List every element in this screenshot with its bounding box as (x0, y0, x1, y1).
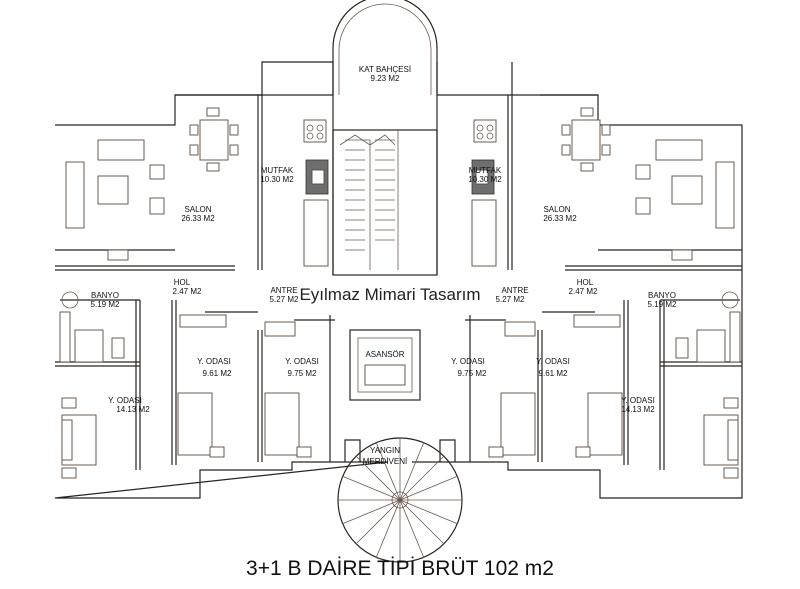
right-antre-name: ANTRE (501, 286, 528, 295)
right-banyo-area: 5.19 M2 (648, 300, 677, 309)
right-y-odasi-2-area: 9.61 M2 (539, 369, 568, 378)
watermark: Eyılmaz Mimari Tasarım (299, 285, 480, 304)
left-y-odasi-3-area: 9.75 M2 (288, 369, 317, 378)
left-y-odasi-2-area: 9.61 M2 (203, 369, 232, 378)
right-hol-area: 2.47 M2 (569, 287, 598, 296)
left-y-odasi-3-name: Y. ODASI (285, 357, 319, 366)
right-y-odasi-1-area: 14.13 M2 (621, 405, 655, 414)
right-y-odasi-1-name: Y. ODASI (621, 396, 655, 405)
left-mutfak-name: MUTFAK (261, 166, 294, 175)
right-mutfak-area: 10.30 M2 (468, 175, 502, 184)
left-unit-furniture (59, 107, 329, 479)
right-salon-name: SALON (543, 205, 570, 214)
right-y-odasi-3-name: Y. ODASI (451, 357, 485, 366)
elevator (349, 329, 421, 401)
left-banyo-name: BANYO (91, 291, 119, 300)
kat-bahcesi-name: KAT BAHÇESİ (359, 65, 411, 74)
right-banyo-name: BANYO (648, 291, 676, 300)
room-labels: KAT BAHÇESİ 9.23 M2 SALON 26.33 M2 MUTFA… (91, 65, 677, 466)
left-antre-name: ANTRE (270, 286, 297, 295)
fire-escape-stair (337, 437, 463, 563)
asansor-label: ASANSÖR (365, 350, 404, 359)
right-unit-furniture (471, 107, 741, 479)
left-salon-name: SALON (184, 205, 211, 214)
right-salon-area: 26.33 M2 (543, 214, 577, 223)
left-y-odasi-1-name: Y. ODASI (108, 396, 142, 405)
main-staircase (332, 129, 438, 276)
interior-walls (55, 95, 742, 470)
yangin-label-1: YANGIN (370, 446, 400, 455)
kat-bahcesi-area: 9.23 M2 (371, 74, 400, 83)
left-hol-area: 2.47 M2 (173, 287, 202, 296)
right-y-odasi-2-name: Y. ODASI (536, 357, 570, 366)
plan-title: 3+1 B DAİRE TİPİ BRÜT 102 m2 (246, 557, 554, 580)
right-antre-area: 5.27 M2 (496, 295, 525, 304)
right-mutfak-name: MUTFAK (469, 166, 502, 175)
yangin-label-2: MERDİVENİ (363, 457, 407, 466)
left-banyo-area: 5.19 M2 (91, 300, 120, 309)
right-hol-name: HOL (577, 278, 594, 287)
left-antre-area: 5.27 M2 (270, 295, 299, 304)
right-y-odasi-3-area: 9.75 M2 (458, 369, 487, 378)
left-hol-name: HOL (174, 278, 191, 287)
left-y-odasi-2-name: Y. ODASI (197, 357, 231, 366)
left-y-odasi-1-area: 14.13 M2 (116, 405, 150, 414)
left-salon-area: 26.33 M2 (181, 214, 215, 223)
left-mutfak-area: 10.30 M2 (260, 175, 294, 184)
